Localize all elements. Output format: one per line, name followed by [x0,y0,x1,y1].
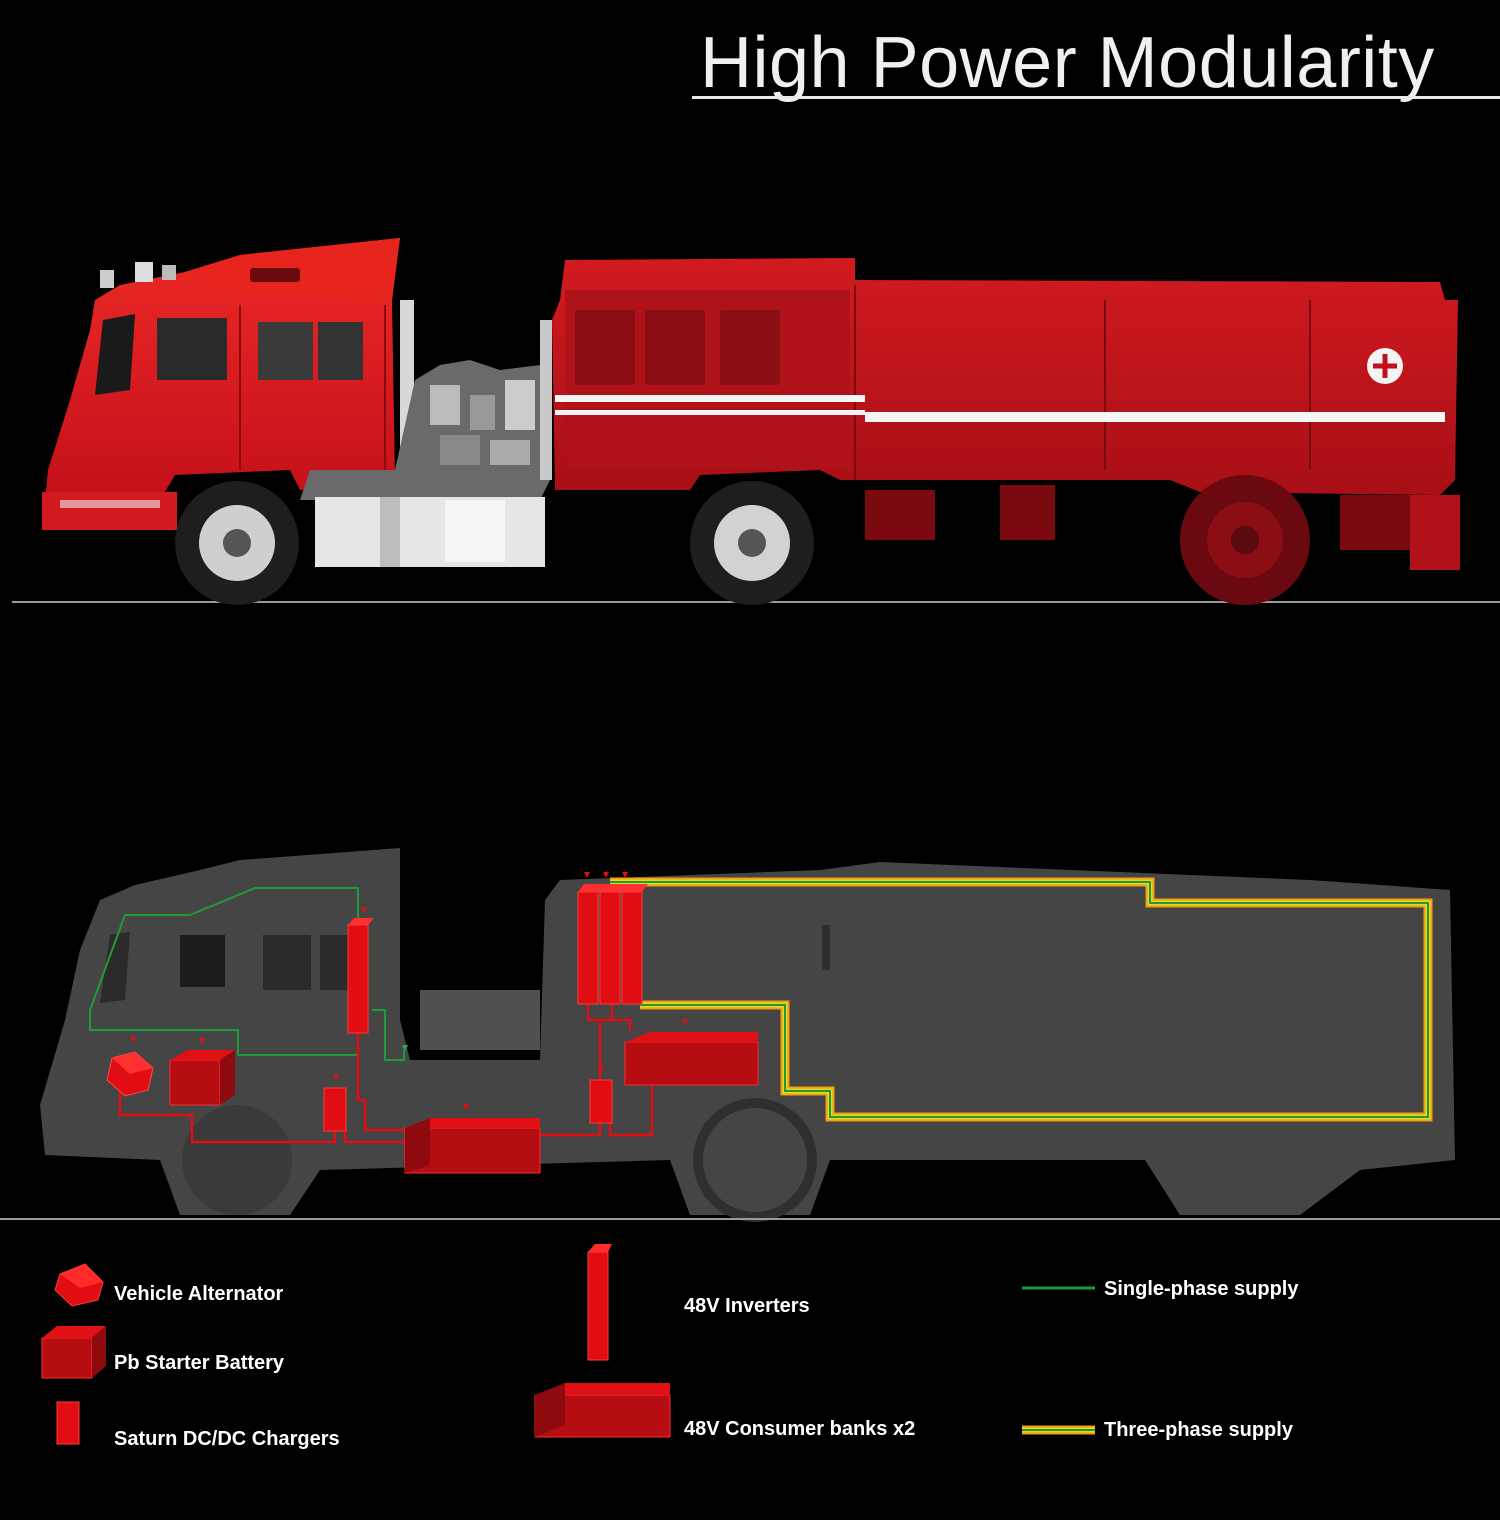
diagram-consumer-bank-1 [404,1118,541,1174]
silhouette-details [100,925,830,1222]
truck-body [552,258,1460,570]
truck-cab [42,238,414,530]
three-phase-wire [610,877,1433,1122]
page-title: High Power Modularity [700,23,1435,103]
legend-alternator-label: Vehicle Alternator [114,1283,284,1305]
legend-inverter-label: 48V Inverters [684,1295,810,1317]
connector-marker-green [402,1045,408,1051]
connector-markers [130,872,688,1110]
diagram-charger-1 [323,1087,347,1132]
diagram-inverter-cab [347,918,374,1034]
single-phase-wire-engine [372,1009,405,1061]
legend-inverter-icon [587,1244,612,1361]
diagram-alternator [106,1051,154,1097]
legend-charger-label: Saturn DC/DC Chargers [114,1428,340,1450]
diagram-charger-2 [589,1079,613,1124]
truck-silhouette [40,848,1455,1215]
title-underline [692,96,1500,99]
legend-consumer-bank-icon [534,1383,671,1438]
power-layout-diagram [0,848,1500,1222]
truck-wheels [175,475,1310,605]
dc-wiring [118,1005,654,1144]
fire-truck-illustration [12,238,1500,605]
diagram-starter-battery [169,1050,235,1106]
legend-battery-icon [41,1326,106,1379]
legend-three-phase-label: Three-phase supply [1104,1419,1293,1441]
legend-consumer-bank-label: 48V Consumer banks x2 [684,1418,916,1440]
legend-single-phase-label: Single-phase supply [1104,1278,1299,1300]
legend-alternator-icon [54,1263,104,1307]
single-phase-wire-cab [89,887,359,1056]
truck-chassis [300,320,552,567]
legend-charger-icon [56,1401,80,1445]
legend-battery-label: Pb Starter Battery [114,1352,285,1374]
diagram-inverter-stack [577,884,648,1005]
diagram-consumer-bank-2 [624,1032,759,1086]
